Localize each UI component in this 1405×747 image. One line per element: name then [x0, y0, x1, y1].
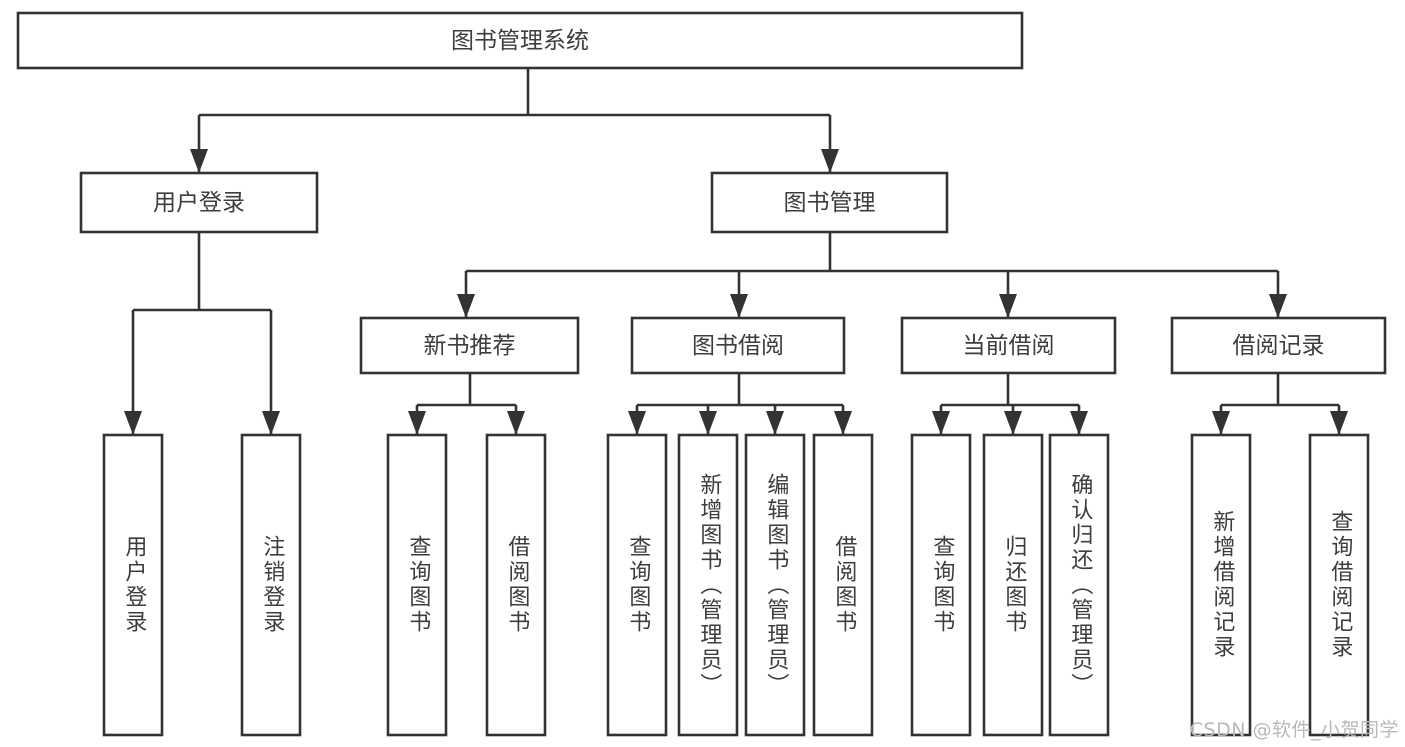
connector-layer — [124, 68, 1348, 435]
user-leaf-1-arrow-icon — [262, 411, 280, 435]
node-level3-label-1: 图书借阅 — [692, 333, 784, 359]
node-level2-0[interactable] — [79, 171, 319, 234]
node-leaf-3[interactable] — [485, 433, 547, 737]
node-root-label: 图书管理系统 — [451, 28, 589, 54]
leaf-group-2-drop-2-arrow-icon — [1070, 411, 1088, 435]
node-leaf-8[interactable] — [910, 433, 972, 737]
root-child-0-arrow-icon — [190, 149, 208, 173]
book-child-2-arrow-icon — [999, 294, 1017, 318]
node-leaf-5[interactable] — [677, 433, 739, 737]
leaf-group-1-drop-3-arrow-icon — [834, 411, 852, 435]
node-leaf-10[interactable] — [1048, 433, 1110, 737]
node-leaf-9[interactable] — [982, 433, 1044, 737]
node-level3-1[interactable] — [630, 316, 846, 375]
leaf-group-0-drop-0-arrow-icon — [408, 411, 426, 435]
node-level3-2[interactable] — [900, 316, 1117, 375]
leaf-group-1-drop-0-arrow-icon — [628, 411, 646, 435]
node-leaf-0[interactable] — [102, 433, 164, 737]
book-child-1-arrow-icon — [730, 294, 748, 318]
box-layer — [16, 11, 1387, 737]
leaf-group-0-drop-1-arrow-icon — [507, 411, 525, 435]
node-level3-label-3: 借阅记录 — [1233, 333, 1325, 359]
node-leaf-12[interactable] — [1308, 433, 1370, 737]
root-child-1-arrow-icon — [821, 149, 839, 173]
leaf-group-2-drop-0-arrow-icon — [932, 411, 950, 435]
node-root-图书管理系统[interactable] — [16, 11, 1024, 70]
leaf-group-3-drop-0-arrow-icon — [1212, 411, 1230, 435]
book-child-3-arrow-icon — [1269, 294, 1287, 318]
node-leaf-7[interactable] — [812, 433, 874, 737]
leaf-group-1-drop-1-arrow-icon — [699, 411, 717, 435]
node-level3-label-0: 新书推荐 — [424, 333, 516, 359]
node-leaf-6[interactable] — [744, 433, 806, 737]
leaf-group-3-drop-1-arrow-icon — [1330, 411, 1348, 435]
book-child-0-arrow-icon — [457, 294, 475, 318]
node-level3-0[interactable] — [359, 316, 580, 375]
node-level3-label-2: 当前借阅 — [963, 333, 1055, 359]
node-leaf-1[interactable] — [240, 433, 302, 737]
node-leaf-11[interactable] — [1190, 433, 1252, 737]
node-level2-1[interactable] — [710, 171, 949, 234]
node-leaf-4[interactable] — [606, 433, 668, 737]
node-level2-label-1: 图书管理 — [784, 190, 876, 216]
user-leaf-0-arrow-icon — [124, 411, 142, 435]
node-leaf-2[interactable] — [386, 433, 448, 737]
leaf-group-2-drop-1-arrow-icon — [1004, 411, 1022, 435]
leaf-group-1-drop-2-arrow-icon — [766, 411, 784, 435]
node-level2-label-0: 用户登录 — [153, 190, 245, 216]
node-level3-3[interactable] — [1170, 316, 1387, 375]
